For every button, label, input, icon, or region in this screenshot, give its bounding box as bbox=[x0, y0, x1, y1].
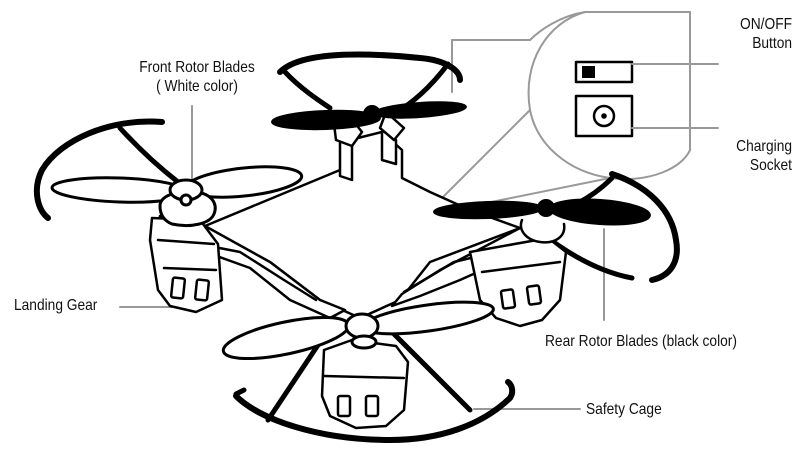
front-rotor-blades-label-line2: ( White color) bbox=[156, 78, 238, 95]
landing-gear-left bbox=[148, 216, 224, 314]
landing-gear-label-text: Landing Gear bbox=[14, 297, 98, 314]
rear-rotor-blades-label: Rear Rotor Blades (black color) bbox=[545, 332, 737, 351]
on-off-switch-knob bbox=[582, 66, 595, 78]
on-off-button-label: ON/OFF Button bbox=[715, 15, 792, 53]
safety-cage-label-text: Safety Cage bbox=[586, 401, 662, 418]
charging-socket-label-line1: Charging bbox=[736, 138, 792, 155]
safety-cage-front bbox=[233, 329, 516, 443]
on-off-button-label-line2: Button bbox=[752, 35, 792, 52]
leader-lines bbox=[119, 63, 719, 410]
landing-gear-label: Landing Gear bbox=[14, 296, 97, 315]
safety-cage-label: Safety Cage bbox=[586, 400, 662, 419]
charging-socket-label: Charging Socket bbox=[715, 137, 792, 175]
on-off-button-label-line1: ON/OFF bbox=[740, 16, 792, 33]
charging-socket-ring bbox=[592, 104, 616, 128]
rear-rotor-blades-label-text: Rear Rotor Blades (black color) bbox=[545, 333, 737, 350]
front-rotor-blades-label: Front Rotor Blades ( White color) bbox=[124, 58, 270, 96]
landing-gear-front bbox=[320, 338, 410, 430]
inset-magnifier bbox=[439, 11, 691, 211]
front-rotor-blades bbox=[50, 165, 304, 228]
rear-rotor-blades bbox=[271, 101, 651, 244]
front-rotor-blades-label-line1: Front Rotor Blades bbox=[139, 59, 255, 76]
charging-socket-pin bbox=[601, 113, 607, 119]
charging-socket-label-line2: Socket bbox=[749, 157, 792, 174]
safety-cage-left bbox=[33, 118, 181, 221]
on-off-switch bbox=[574, 60, 634, 84]
charging-socket-icon bbox=[574, 94, 634, 138]
front-center-rotor-blades bbox=[221, 300, 495, 361]
